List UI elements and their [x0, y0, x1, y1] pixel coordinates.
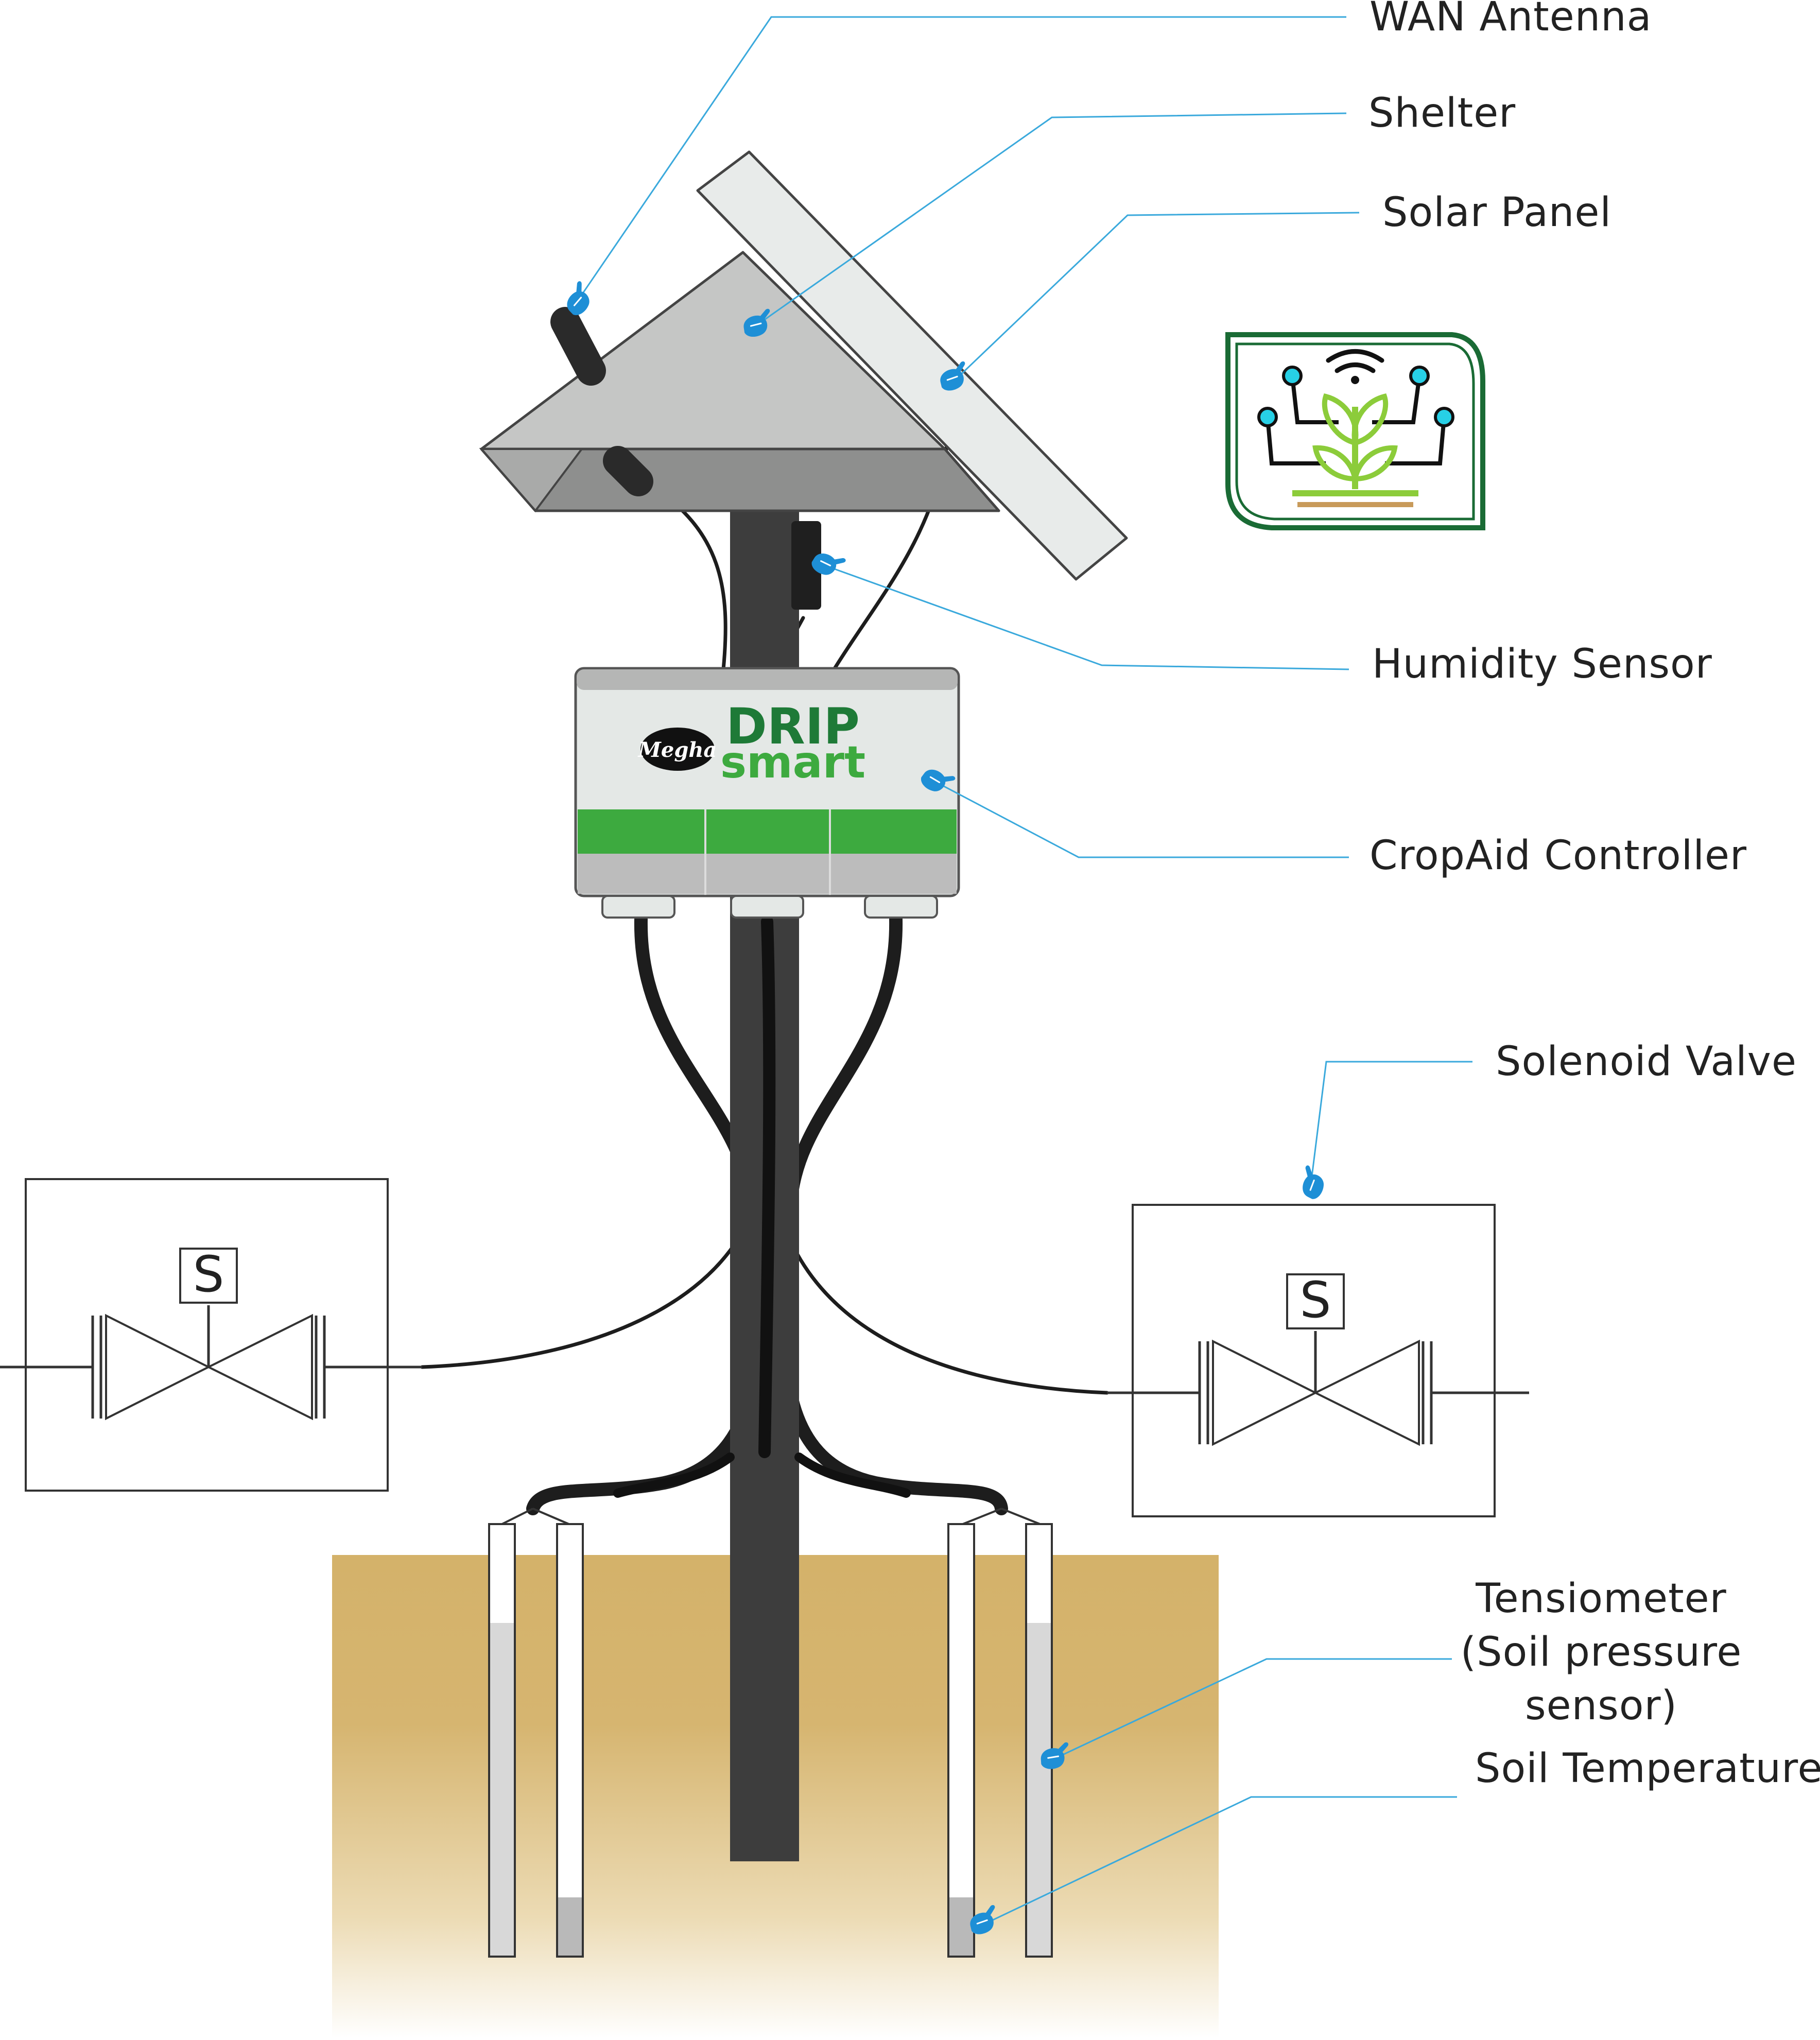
humidity-sensor-device — [791, 521, 821, 610]
valve-symbol-left: S — [193, 1246, 224, 1303]
label-shelter: Shelter — [1368, 90, 1516, 136]
probe-left-1 — [488, 1523, 516, 1958]
pole-cables — [613, 915, 911, 1498]
antenna-connector — [603, 446, 653, 496]
probe-connectors — [501, 1508, 1041, 1525]
probe-left-2 — [556, 1523, 584, 1958]
valve-symbol-right: S — [1300, 1271, 1331, 1329]
brand-small-text: Megha — [637, 738, 717, 762]
label-soil-temperature: Soil Temperature — [1475, 1745, 1820, 1792]
probe-right-2 — [1025, 1523, 1053, 1958]
label-humidity-sensor: Humidity Sensor — [1372, 641, 1712, 687]
label-solar-panel: Solar Panel — [1382, 189, 1611, 236]
label-cropaid-controller: CropAid Controller — [1370, 833, 1747, 879]
label-solenoid-valve: Solenoid Valve — [1496, 1039, 1797, 1085]
solenoid-valve-right: S — [1107, 1204, 1529, 1517]
label-tensiometer-line1: Tensiometer — [1476, 1576, 1727, 1622]
label-tensiometer-line2: (Soil pressure — [1460, 1629, 1742, 1675]
label-tensiometer: Tensiometer (Soil pressure sensor) — [1452, 1576, 1750, 1729]
cropaid-controller-box: Megha DRIP smart — [574, 667, 960, 919]
brand-line1-text: DRIP — [726, 698, 860, 755]
label-wan-antenna: WAN Antenna — [1370, 0, 1652, 40]
brand-line2-text: smart — [720, 737, 865, 788]
solenoid-valve-left: S — [0, 1178, 422, 1492]
label-tensiometer-line3: sensor) — [1525, 1683, 1677, 1729]
leader-lines — [575, 16, 1472, 1927]
solar-panel — [696, 150, 1128, 581]
probe-right-1 — [947, 1523, 975, 1958]
wan-antenna — [550, 307, 606, 386]
plant-iot-logo-icon — [1225, 332, 1485, 530]
